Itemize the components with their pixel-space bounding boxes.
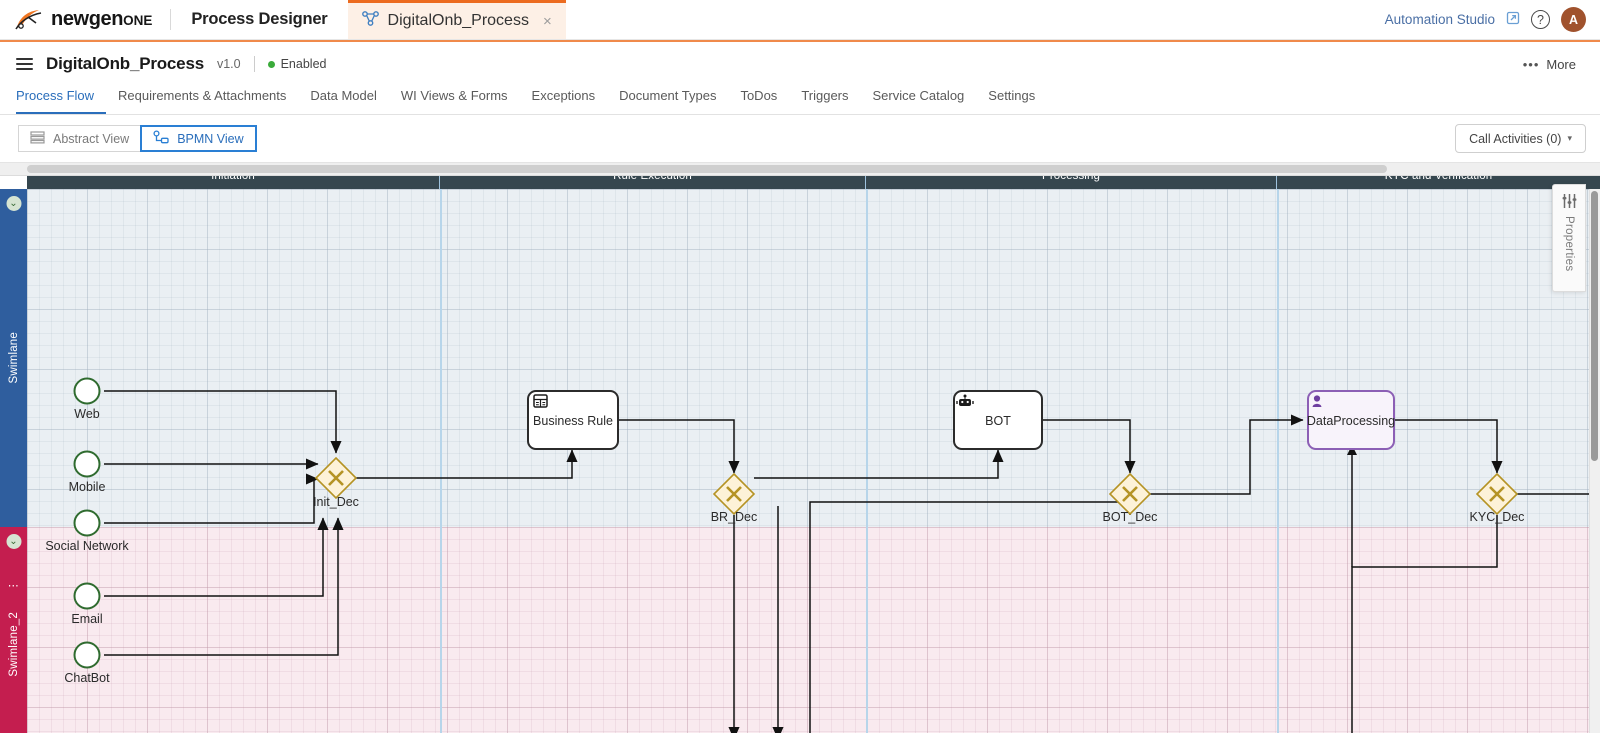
vertical-scrollbar-track[interactable] <box>1589 189 1600 733</box>
accent-rule <box>0 40 1600 42</box>
stacked-layers-icon <box>30 130 45 147</box>
phase-divider-1 <box>440 189 442 733</box>
diagram-canvas[interactable]: ⌄ Swimlane ⌄ ⋯ Swimlane_2 Initiation Rul… <box>0 162 1600 733</box>
label-kyc-dec: KYC_Dec <box>1469 510 1525 524</box>
status-badge: Enabled <box>267 57 327 71</box>
abstract-view-button[interactable]: Abstract View <box>18 125 142 152</box>
tab-settings[interactable]: Settings <box>988 88 1036 103</box>
tab-data-model[interactable]: Data Model <box>310 88 377 103</box>
brand-name: newgenONE <box>51 8 153 30</box>
brand-logo[interactable]: newgenONE <box>0 0 170 39</box>
call-activities-button[interactable]: Call Activities (0) ▾ <box>1455 124 1586 153</box>
label-bot-dec: BOT_Dec <box>1102 510 1158 524</box>
view-toolbar: Abstract View BPMN View Call Activities … <box>0 115 1600 162</box>
help-icon[interactable]: ? <box>1531 10 1550 29</box>
lane-rail-swimlane-2[interactable]: ⌄ ⋯ Swimlane_2 <box>0 527 27 733</box>
tab-wi-views-forms[interactable]: WI Views & Forms <box>400 88 508 103</box>
bpmn-view-button[interactable]: BPMN View <box>140 125 257 152</box>
properties-panel-label: Properties <box>1563 216 1575 272</box>
lane-collapse-icon-1[interactable]: ⌄ <box>6 196 21 211</box>
page-title: DigitalOnb_Process <box>46 54 204 73</box>
vertical-scroll-thumb[interactable] <box>1591 191 1598 461</box>
lane-handle-dots[interactable]: ⋯ <box>7 580 20 592</box>
top-bar: newgenONE Process Designer DigitalOnb_Pr… <box>0 0 1600 40</box>
lane-label-swimlane: Swimlane <box>7 332 20 384</box>
label-dataprocessing: DataProcessing <box>1306 414 1396 428</box>
document-tab[interactable]: DigitalOnb_Process × <box>347 0 566 39</box>
tab-triggers[interactable]: Triggers <box>801 88 849 103</box>
topbar-actions: Automation Studio ? A <box>1385 0 1600 39</box>
brand-divider <box>170 9 172 30</box>
lane-body-swimlane[interactable] <box>27 189 1600 527</box>
tab-service-catalog[interactable]: Service Catalog <box>872 88 965 103</box>
lane-collapse-icon-2[interactable]: ⌄ <box>6 534 21 549</box>
external-link-icon[interactable] <box>1506 11 1520 28</box>
label-chatbot: ChatBot <box>64 671 110 685</box>
label-mobile: Mobile <box>68 480 106 494</box>
lane-body-swimlane-2[interactable] <box>27 527 1600 733</box>
automation-studio-link[interactable]: Automation Studio <box>1384 12 1495 27</box>
label-email: Email <box>71 612 103 626</box>
lane-label-swimlane-2: Swimlane_2 <box>7 612 20 677</box>
label-init-dec: Init_Dec <box>313 495 359 509</box>
bpmn-view-label: BPMN View <box>177 131 244 146</box>
label-br-dec: BR_Dec <box>710 510 758 524</box>
tab-document-types[interactable]: Document Types <box>619 88 717 103</box>
horizontal-scroll-thumb[interactable] <box>27 165 1387 173</box>
tab-todos[interactable]: ToDos <box>740 88 778 103</box>
document-tab-label: DigitalOnb_Process <box>387 12 529 29</box>
process-graph-icon <box>361 11 379 31</box>
hamburger-icon[interactable] <box>16 55 33 74</box>
abstract-view-label: Abstract View <box>53 131 130 146</box>
more-button[interactable]: ••• More <box>1523 57 1584 72</box>
avatar[interactable]: A <box>1561 7 1586 32</box>
tab-exceptions[interactable]: Exceptions <box>531 88 596 103</box>
status-dot-icon <box>267 60 275 68</box>
tab-bar: Process Flow Requirements & Attachments … <box>0 82 1600 115</box>
process-version: v1.0 <box>216 57 241 71</box>
lane-rail-swimlane[interactable]: ⌄ Swimlane <box>0 189 27 527</box>
sliders-icon <box>1561 193 1578 212</box>
label-social-network: Social Network <box>45 539 129 553</box>
process-header: DigitalOnb_Process v1.0 Enabled ••• More <box>0 42 1600 82</box>
call-activities-label: Call Activities (0) <box>1469 131 1562 146</box>
more-dots-icon: ••• <box>1522 56 1540 72</box>
phase-divider-3 <box>1277 189 1279 733</box>
bpmn-node-icon <box>153 130 169 147</box>
newgen-logo-icon <box>14 8 44 32</box>
view-switcher: Abstract View BPMN View <box>18 125 257 152</box>
properties-panel-tab[interactable]: Properties <box>1552 184 1586 292</box>
label-bot: BOT <box>985 414 1011 428</box>
label-business-rule: Business Rule <box>533 414 613 428</box>
chevron-down-icon: ▾ <box>1567 133 1572 143</box>
label-web: Web <box>74 407 100 421</box>
close-icon[interactable]: × <box>542 12 552 30</box>
status-label: Enabled <box>280 57 327 71</box>
more-label: More <box>1546 56 1576 72</box>
tab-requirements-attachments[interactable]: Requirements & Attachments <box>118 88 287 103</box>
tab-process-flow[interactable]: Process Flow <box>16 82 107 114</box>
topbar-spacer <box>566 0 1385 39</box>
header-divider <box>253 56 255 72</box>
phase-divider-2 <box>866 189 868 733</box>
horizontal-scrollbar[interactable] <box>0 163 1600 176</box>
app-title: Process Designer <box>191 10 328 28</box>
